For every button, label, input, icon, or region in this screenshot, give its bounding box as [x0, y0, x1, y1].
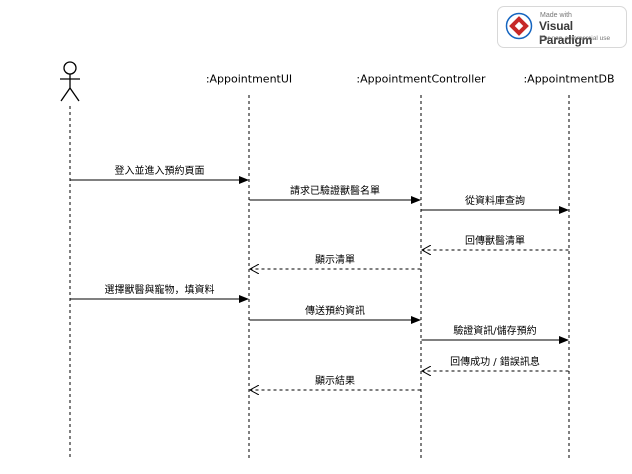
message-label: 登入並進入預約頁面	[115, 164, 205, 177]
participant-label: :AppointmentUI	[206, 73, 292, 86]
message-label: 請求已驗證獸醫名單	[290, 184, 380, 197]
watermark-note: For non-commercial use	[540, 35, 611, 42]
message-label: 驗證資訊/儲存預約	[453, 324, 536, 337]
watermark-made-with: Made with	[540, 12, 572, 19]
return-message-5: 顯示清單	[250, 253, 421, 269]
participant-box	[199, 62, 299, 95]
participant-box	[349, 62, 493, 95]
lifeline-actor	[60, 61, 80, 460]
lifeline-db: :AppointmentDB	[518, 62, 620, 460]
participant-label: :AppointmentController	[356, 73, 486, 86]
watermark-brand: Visual Paradigm	[539, 19, 593, 47]
message-label: 回傳獸醫清單	[465, 234, 525, 247]
message-3: 從資料庫查詢	[421, 194, 569, 214]
message-label: 傳送預約資訊	[305, 304, 365, 317]
actor-right-leg	[69, 87, 80, 102]
message-label: 從資料庫查詢	[465, 194, 525, 207]
lifeline-ctrl: :AppointmentController	[349, 62, 493, 460]
visual-paradigm-logo-icon	[505, 12, 533, 40]
actor-icon	[60, 61, 80, 102]
participant-box	[518, 62, 620, 95]
actor-head	[63, 61, 77, 75]
message-2: 請求已驗證獸醫名單	[249, 184, 421, 204]
return-message-10: 顯示結果	[250, 374, 421, 390]
message-label: 顯示結果	[315, 374, 355, 387]
actor-left-leg	[60, 87, 71, 102]
visual-paradigm-watermark: Made with Visual Paradigm For non-commer…	[497, 6, 627, 48]
lifeline-ui: :AppointmentUI	[199, 62, 299, 460]
message-6: 選擇獸醫與寵物，填資料	[70, 283, 249, 303]
participant-label: :AppointmentDB	[523, 73, 614, 86]
message-1: 登入並進入預約頁面	[70, 164, 249, 184]
return-message-4: 回傳獸醫清單	[422, 234, 569, 250]
message-8: 驗證資訊/儲存預約	[421, 324, 569, 344]
return-message-9: 回傳成功 / 錯誤訊息	[422, 355, 569, 371]
message-label: 回傳成功 / 錯誤訊息	[450, 355, 540, 368]
message-7: 傳送預約資訊	[249, 304, 421, 324]
message-label: 選擇獸醫與寵物，填資料	[105, 283, 215, 296]
message-label: 顯示清單	[315, 253, 355, 266]
